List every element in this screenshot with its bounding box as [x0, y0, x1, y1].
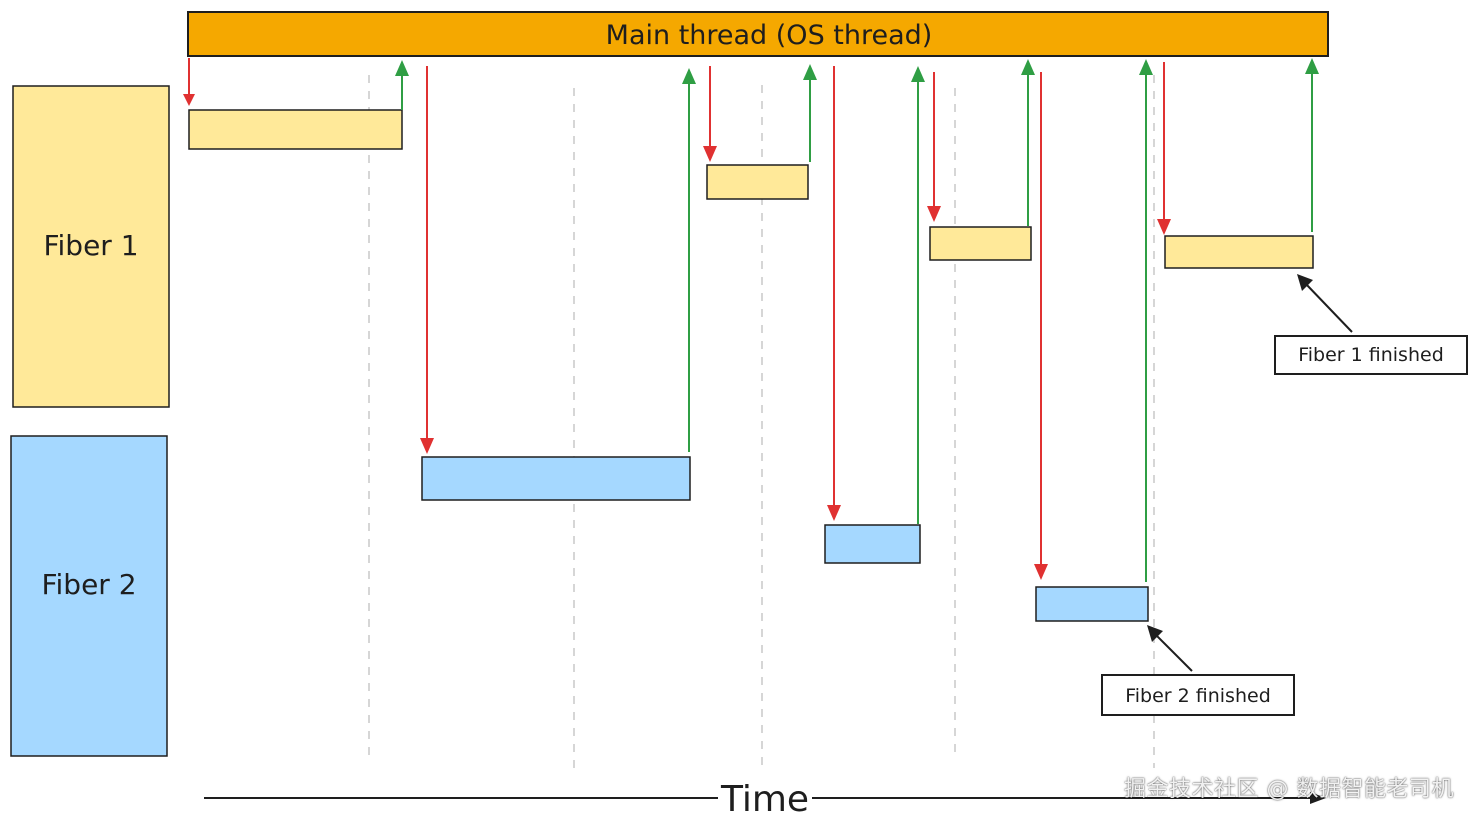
arrowhead-up — [1021, 59, 1035, 75]
fiber-2-slice — [1035, 586, 1149, 622]
time-axis: Time — [204, 779, 1326, 820]
lane-fiber-1: Fiber 1 — [12, 85, 170, 408]
arrowhead-down — [183, 94, 195, 106]
fiber-1-slice — [706, 164, 809, 200]
fiber-1-slice — [929, 226, 1032, 261]
arrowhead-up — [1139, 59, 1153, 75]
arrowhead-down — [420, 438, 434, 454]
main-thread-bar: Main thread (OS thread) — [187, 11, 1329, 57]
arrowhead-annotation — [1297, 274, 1313, 291]
arrowhead-down — [1034, 564, 1048, 580]
arrowhead-up — [1305, 58, 1319, 74]
watermark: 掘金技术社区 @ 数据智能老司机 — [1124, 777, 1454, 802]
arrowhead-up — [803, 64, 817, 80]
annotation-fiber-1-finished: Fiber 1 finished — [1274, 274, 1468, 375]
arrowhead-down — [927, 206, 941, 222]
lane-fiber-2-label: Fiber 2 — [41, 568, 136, 601]
arrowhead-up — [911, 66, 925, 82]
fiber-2-slices — [421, 456, 1149, 622]
arrowhead-right — [1310, 792, 1326, 804]
arrowhead-annotation — [1147, 625, 1163, 642]
arrowhead-up — [395, 60, 409, 76]
main-thread-label: Main thread (OS thread) — [606, 20, 933, 51]
time-axis-label: Time — [720, 779, 809, 820]
fiber-1-slice — [188, 109, 403, 150]
switch-out-arrows — [395, 58, 1319, 582]
arrowhead-down — [703, 146, 717, 162]
fiber-1-slice — [1164, 235, 1314, 269]
arrowhead-up — [682, 68, 696, 84]
annotation-fiber-1-label: Fiber 1 finished — [1298, 344, 1444, 366]
annotation-fiber-2-finished: Fiber 2 finished — [1101, 625, 1295, 716]
annotation-fiber-2-label: Fiber 2 finished — [1125, 685, 1271, 707]
switch-in-arrows — [183, 58, 1171, 580]
lane-fiber-1-label: Fiber 1 — [43, 229, 138, 262]
arrowhead-down — [1157, 219, 1171, 235]
lane-fiber-2: Fiber 2 — [10, 435, 168, 757]
fiber-2-slice — [824, 524, 921, 564]
arrowhead-down — [827, 505, 841, 521]
fiber-2-slice — [421, 456, 691, 501]
fiber-1-slices — [188, 109, 1314, 269]
